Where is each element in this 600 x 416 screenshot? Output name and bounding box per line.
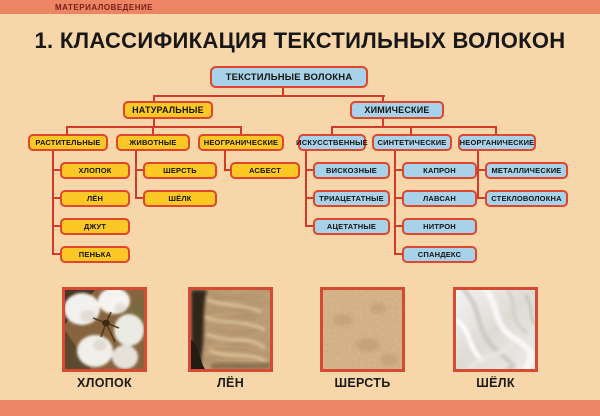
wool-photo-label: ШЕРСТЬ [334, 376, 391, 390]
tree-connector-line [135, 197, 144, 199]
node-spandex: СПАНДЕКС [402, 246, 477, 263]
node-inorganic-chemical: НЕОРГАНИЧЕСКИЕ [458, 134, 536, 151]
node-kapron: КАПРОН [402, 162, 477, 179]
tree-connector-line [382, 95, 384, 102]
tree-connector-line [305, 225, 314, 227]
cotton-photo-label: ХЛОПОК [77, 376, 132, 390]
flax-photo-icon [191, 290, 270, 369]
tree-connector-line [52, 169, 61, 171]
flax-photo [188, 287, 273, 372]
node-triacetate: ТРИАЦЕТАТНЫЕ [313, 190, 390, 207]
node-jute: ДЖУТ [60, 218, 130, 235]
tree-connector-line [52, 253, 61, 255]
node-viscose: ВИСКОЗНЫЕ [313, 162, 390, 179]
tree-connector-line [52, 197, 61, 199]
node-artificial: ИСКУССТВЕННЫЕ [296, 134, 368, 151]
tree-connector-line [394, 197, 403, 199]
tree-connector-line [394, 169, 403, 171]
tree-connector-line [135, 169, 144, 171]
silk-photo-label: ШЁЛК [476, 376, 515, 390]
node-wool: ШЕРСТЬ [143, 162, 217, 179]
wool-photo-icon [323, 290, 402, 369]
node-animal-fibers: ЖИВОТНЫЕ [116, 134, 190, 151]
tree-connector-line [477, 150, 479, 199]
header-bar [0, 0, 600, 14]
node-inorganic-natural: НЕОГРАНИЧЕСКИЕ [198, 134, 284, 151]
tree-connector-line [52, 225, 61, 227]
footer-bar [0, 400, 600, 416]
tree-connector-line [153, 95, 155, 102]
node-natural: НАТУРАЛЬНЫЕ [123, 101, 213, 119]
node-nitron: НИТРОН [402, 218, 477, 235]
node-cotton: ХЛОПОК [60, 162, 130, 179]
tree-connector-line [67, 126, 242, 128]
tree-connector-line [382, 118, 384, 127]
tree-connector-line [305, 150, 307, 227]
tree-connector-line [477, 197, 486, 199]
node-synthetic: СИНТЕТИЧЕСКИЕ [372, 134, 452, 151]
tree-connector-line [240, 126, 242, 134]
tree-connector-line [495, 126, 497, 134]
tree-connector-line [410, 126, 412, 134]
cotton-photo-icon [65, 290, 144, 369]
tree-connector-line [282, 87, 284, 96]
page-title: 1. КЛАССИФИКАЦИЯ ТЕКСТИЛЬНЫХ ВОЛОКОН [34, 28, 566, 53]
tree-connector-line [331, 126, 497, 128]
silk-photo [453, 287, 538, 372]
tree-connector-line [224, 150, 226, 171]
node-glass-fiber: СТЕКЛОВОЛОКНА [485, 190, 568, 207]
tree-connector-line [305, 197, 314, 199]
tree-connector-line [66, 126, 68, 134]
node-lavsan: ЛАВСАН [402, 190, 477, 207]
tree-connector-line [152, 126, 154, 134]
wool-photo [320, 287, 405, 372]
tree-connector-line [394, 253, 403, 255]
node-hemp: ПЕНЬКА [60, 246, 130, 263]
tree-connector-line [305, 169, 314, 171]
tree-connector-line [394, 225, 403, 227]
tree-connector-line [331, 126, 333, 134]
tree-connector-line [154, 95, 385, 97]
tree-connector-line [52, 150, 54, 255]
node-flax: ЛЁН [60, 190, 130, 207]
node-textile-fibers: ТЕКСТИЛЬНЫЕ ВОЛОКНА [210, 66, 368, 88]
node-plant-fibers: РАСТИТЕЛЬНЫЕ [28, 134, 108, 151]
tree-connector-line [224, 169, 231, 171]
node-silk: ШЁЛК [143, 190, 217, 207]
cotton-photo [62, 287, 147, 372]
subject-label: МАТЕРИАЛОВЕДЕНИЕ [55, 3, 154, 12]
node-asbestos: АСБЕСТ [230, 162, 300, 179]
tree-connector-line [394, 150, 396, 255]
tree-connector-line [153, 118, 155, 127]
node-acetate: АЦЕТАТНЫЕ [313, 218, 390, 235]
flax-photo-label: ЛЁН [216, 376, 245, 390]
tree-connector-line [477, 169, 486, 171]
silk-photo-icon [456, 290, 535, 369]
node-metallic: МЕТАЛЛИЧЕСКИЕ [485, 162, 568, 179]
node-chemical: ХИМИЧЕСКИЕ [350, 101, 444, 119]
tree-connector-line [135, 150, 137, 199]
